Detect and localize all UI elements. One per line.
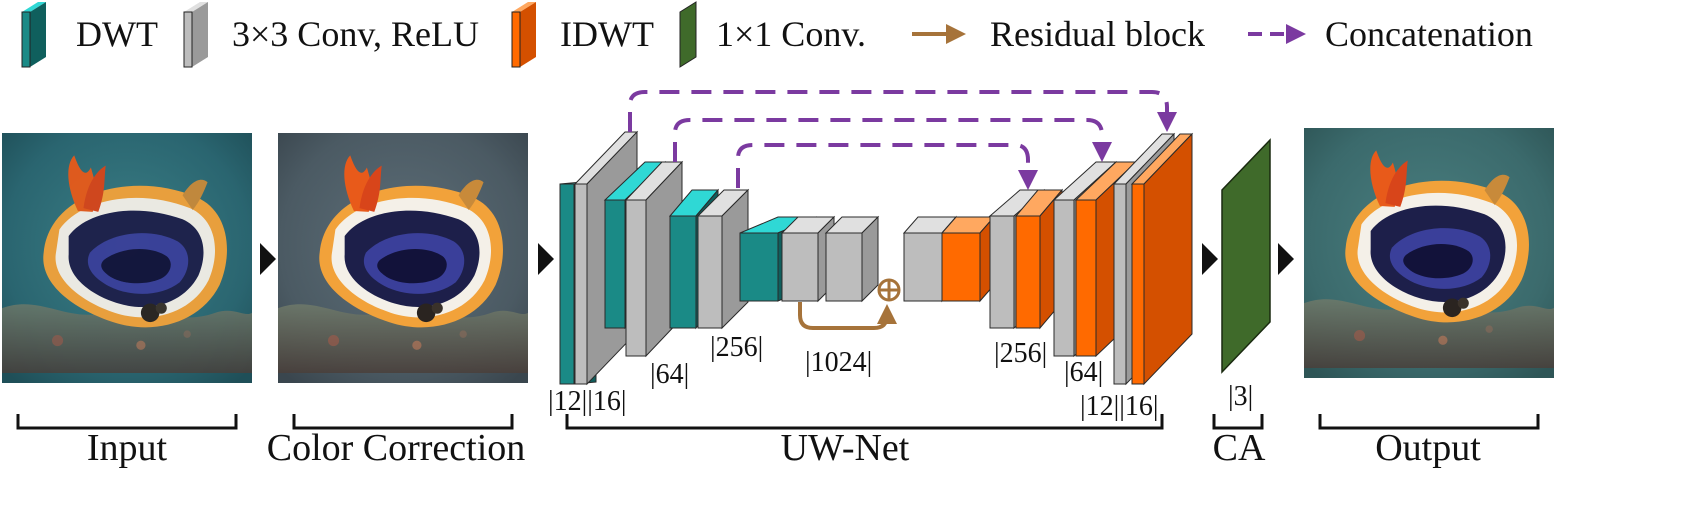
conv11-swatch-icon — [679, 1, 697, 68]
idwt-block-5 — [940, 215, 996, 303]
input-bracket — [16, 414, 238, 430]
stage-brackets — [16, 414, 1540, 430]
dwt-block-4-front — [739, 232, 779, 302]
residual-connection — [798, 278, 901, 330]
dim-enc1: |12||16| — [548, 386, 626, 417]
idwt-block-7-front — [1075, 199, 1097, 357]
legend-item-dwt: DWT — [21, 2, 158, 68]
conv-block-6-front — [989, 215, 1015, 329]
dwt-block-1-front — [559, 183, 575, 385]
dwt-swatch-icon — [21, 2, 46, 68]
conv-block-5-front — [903, 232, 943, 302]
idwt-block-6-front — [1015, 215, 1041, 329]
input-image — [2, 133, 252, 383]
idwt-block-5-front — [941, 232, 981, 302]
legend-conv33-label: 3×3 Conv, ReLU — [232, 14, 479, 54]
legend-dwt-label: DWT — [76, 14, 158, 54]
add-operator-icon — [877, 278, 901, 302]
dim-dec2: |64| — [1064, 357, 1103, 388]
ca-bracket — [1212, 414, 1264, 430]
dwt-block-2-front — [604, 199, 626, 329]
output-image — [1304, 128, 1554, 378]
uwnet-bracket — [565, 414, 1164, 430]
dim-dec1: |12||16| — [1080, 391, 1158, 422]
uwnet-blocks — [559, 130, 1194, 386]
conv33-swatch-icon — [183, 2, 208, 68]
dwt-block-3-front — [669, 215, 697, 329]
output-bracket — [1318, 414, 1540, 430]
stage-label-output: Output — [1375, 427, 1481, 469]
stage-label-color-correction: Color Correction — [267, 427, 526, 469]
stage-label-uwnet: UW-Net — [781, 427, 910, 469]
conv-block-3-front — [697, 215, 723, 329]
legend-item-idwt: IDWT — [511, 2, 654, 68]
stage-label-ca: CA — [1213, 427, 1266, 469]
ca-conv-block — [1221, 138, 1271, 374]
conv-block-1-front — [574, 183, 588, 385]
idwt-block-8-front — [1131, 183, 1145, 385]
conv-block-4a-front — [781, 232, 819, 302]
legend-item-conv11: 1×1 Conv. — [679, 1, 866, 68]
flow-arrow-icon — [1202, 243, 1218, 275]
stage-label-input: Input — [87, 427, 168, 469]
flow-arrow-icon — [1278, 243, 1294, 275]
legend-residual-label: Residual block — [990, 14, 1205, 54]
conv-block-8-front — [1113, 183, 1127, 385]
dim-enc3: |256| — [710, 332, 763, 363]
legend-item-concat: Concatenation — [1248, 14, 1533, 54]
idwt-swatch-icon — [511, 2, 536, 68]
legend-idwt-label: IDWT — [560, 14, 654, 54]
conv-block-4b-front — [825, 232, 863, 302]
conv-block-7-front — [1053, 199, 1075, 357]
dim-ca: |3| — [1228, 381, 1253, 412]
color-correction-image — [278, 133, 528, 383]
conv-block-4b — [824, 215, 880, 303]
legend-concat-label: Concatenation — [1325, 14, 1533, 54]
flow-arrow-icon — [538, 243, 554, 275]
idwt-block-8 — [1130, 132, 1194, 386]
legend-item-conv33: 3×3 Conv, ReLU — [183, 2, 479, 68]
conv-block-2-front — [625, 199, 647, 357]
legend: DWT 3×3 Conv, ReLU IDWT 1×1 C — [21, 1, 1533, 68]
dim-enc2: |64| — [650, 359, 689, 390]
dim-dec3: |256| — [994, 338, 1047, 369]
legend-item-residual: Residual block — [912, 14, 1205, 54]
flow-arrow-icon — [260, 243, 276, 275]
skip-connections — [628, 90, 1177, 190]
color-correction-bracket — [292, 414, 514, 430]
legend-conv11-label: 1×1 Conv. — [716, 14, 866, 54]
dim-bottleneck: |1024| — [805, 347, 872, 378]
